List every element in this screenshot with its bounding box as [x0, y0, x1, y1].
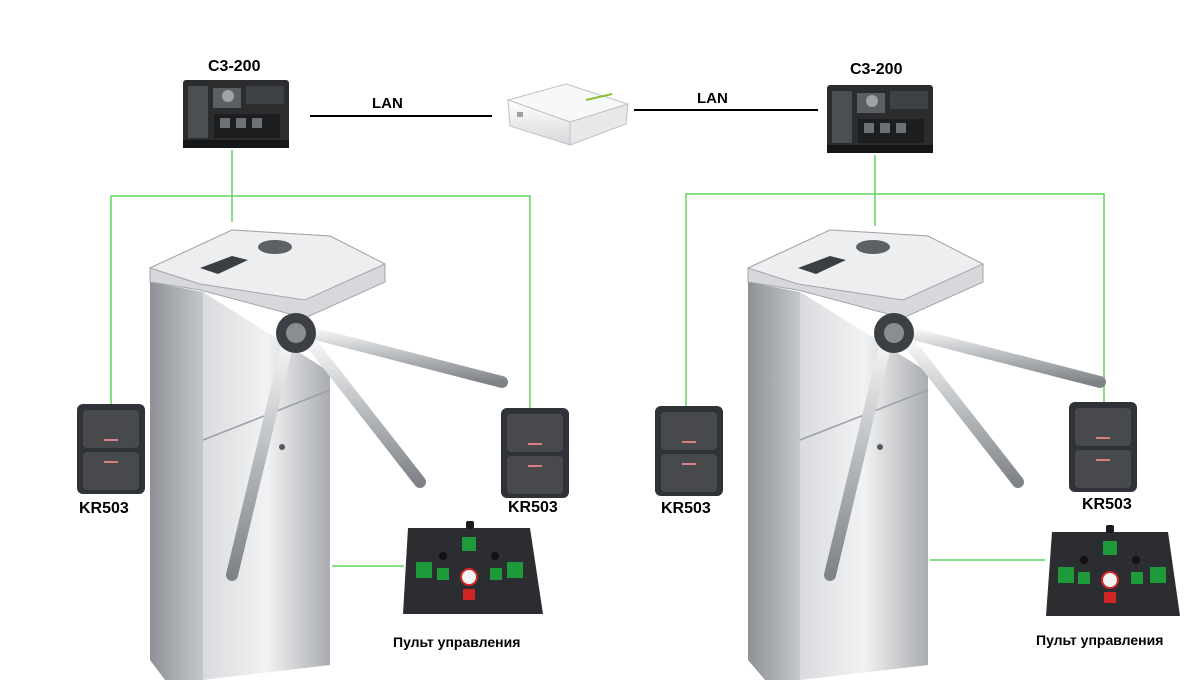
panel-label-left: Пульт управления [393, 634, 521, 650]
wiring-right [685, 155, 1105, 561]
lan-label-left: LAN [372, 95, 403, 112]
card-reader-right-1-icon [655, 406, 723, 496]
turnstile-right-icon [746, 229, 1106, 680]
turnstile-left-icon [148, 229, 508, 680]
card-reader-left-2-icon [501, 408, 569, 498]
controller-board-right-icon [827, 85, 933, 153]
lan-label-right: LAN [697, 90, 728, 107]
card-reader-left-1-icon [77, 404, 145, 494]
panel-label-right: Пульт управления [1036, 632, 1164, 648]
network-switch-icon [506, 83, 630, 146]
controller-label-right: C3-200 [850, 61, 903, 78]
controller-label-left: C3-200 [208, 58, 261, 75]
card-reader-right-2-icon [1069, 402, 1137, 492]
reader-label-right-1: KR503 [661, 500, 711, 517]
control-panel-right-icon [1046, 525, 1180, 616]
wiring-left [110, 150, 531, 567]
reader-label-left-2: KR503 [508, 499, 558, 516]
reader-label-right-2: KR503 [1082, 496, 1132, 513]
controller-board-left-icon [183, 80, 289, 148]
reader-label-left-1: KR503 [79, 500, 129, 517]
control-panel-left-icon [403, 521, 543, 614]
